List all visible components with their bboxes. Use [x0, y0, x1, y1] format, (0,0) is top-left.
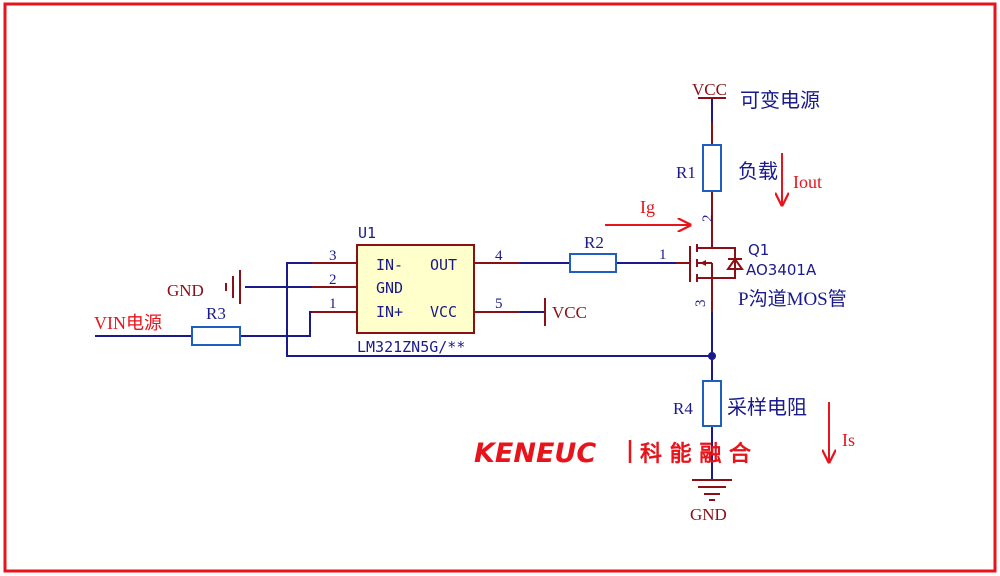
vcc-symbol-top: VCC — [692, 80, 727, 99]
pin-stubs — [312, 122, 713, 428]
resistor-r3: R3 — [191, 304, 241, 346]
junction-dot — [708, 352, 716, 360]
q1-designator: Q1 — [748, 241, 769, 259]
brand-logo: KENEUC 科 能 融 合 — [474, 438, 752, 469]
mosfet-body-arrow — [700, 260, 706, 266]
mosfet-q1 — [689, 240, 742, 290]
resistor-r2: R2 — [569, 233, 617, 273]
vin-label: VIN电源 — [94, 313, 162, 333]
vcc-top-label: VCC — [692, 80, 727, 99]
r4-description: 采样电阻 — [727, 396, 807, 419]
u1-pin3-name: IN- — [376, 256, 403, 274]
r1-description: 负载 — [738, 160, 778, 183]
u1-pin1-number: 1 — [329, 296, 337, 312]
u1-pin5-number: 5 — [495, 296, 503, 312]
r2-designator: R2 — [584, 233, 604, 252]
r3-designator: R3 — [206, 304, 226, 323]
u1-pin4-number: 4 — [495, 248, 503, 264]
u1-designator: U1 — [358, 224, 376, 242]
u1-pin5-name: VCC — [430, 303, 457, 321]
opamp-u1: U1 LM321ZN5G/** 3 2 1 IN- GND IN+ OUT VC… — [329, 224, 503, 356]
q1-description: P沟道MOS管 — [738, 288, 847, 310]
u1-pin2-number: 2 — [329, 272, 337, 288]
q1-pin-drain: 2 — [700, 215, 716, 223]
q1-part: AO3401A — [746, 261, 817, 279]
q1-pin-gate: 1 — [659, 247, 667, 263]
iout-label: Iout — [793, 172, 822, 192]
u1-pin4-name: OUT — [430, 256, 457, 274]
sheet-border — [3, 2, 997, 573]
r1-designator: R1 — [676, 163, 696, 182]
resistor-r4: R4 采样电阻 — [673, 380, 807, 427]
logo-cn-text: 科 能 融 合 — [640, 441, 752, 467]
resistor-r1: R1 负载 — [676, 144, 778, 192]
vcc-right-label: VCC — [552, 303, 587, 322]
u1-pin3-number: 3 — [329, 248, 337, 264]
gnd-symbol-bottom — [692, 479, 732, 501]
gnd-left-label: GND — [167, 281, 204, 300]
mosfet-body-diode — [726, 257, 744, 270]
u1-pin2-name: GND — [376, 279, 403, 297]
q1-pin-source: 3 — [693, 300, 709, 308]
r4-designator: R4 — [673, 399, 693, 418]
ig-label: Ig — [640, 197, 655, 217]
variable-supply-label: 可变电源 — [740, 89, 820, 112]
u1-part: LM321ZN5G/** — [357, 338, 465, 356]
is-label: Is — [842, 430, 855, 450]
gnd-bottom-label: GND — [690, 505, 727, 524]
wire-inplus-r3 — [240, 311, 357, 337]
gnd-symbol-left — [225, 270, 241, 304]
logo-brand-text: KENEUC — [474, 438, 596, 469]
u1-pin1-name: IN+ — [376, 303, 403, 321]
vcc-symbol-right: VCC — [544, 298, 587, 326]
